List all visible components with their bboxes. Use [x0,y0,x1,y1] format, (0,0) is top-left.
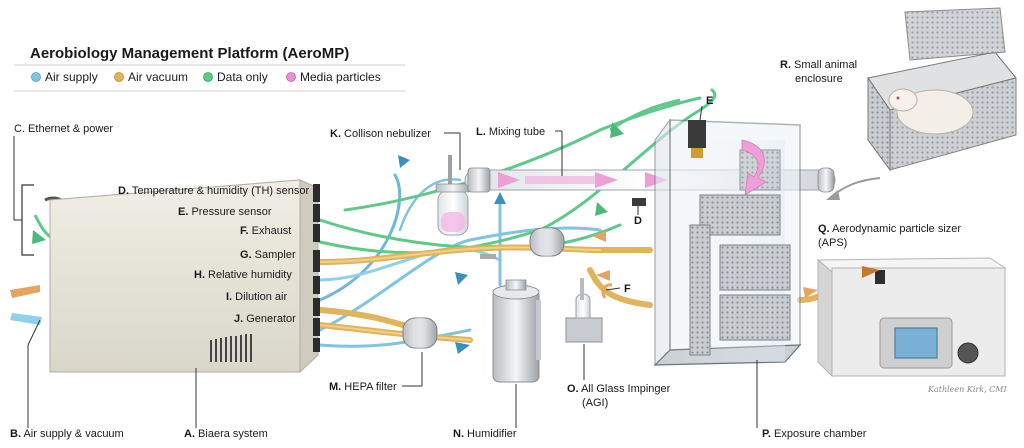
artist-signature: Kathleen Kirk, CMI [927,385,1007,394]
hepa-filter-lower [402,317,438,349]
sensor-cable-e [609,98,681,132]
aps-intake-arrow-icon [862,266,880,278]
label-exposure-chamber: P. Exposure chamber [762,428,867,440]
small-animal-enclosure [867,7,1017,172]
label-sampler: G. Sampler [240,249,296,261]
label-air-supply-vacuum: B. Air supply & vacuum [10,428,124,440]
air-in-arrow-icon [10,313,42,325]
legend-swatch-media-particles [286,72,296,82]
ethernet-bracket [21,184,34,256]
air-supply-arrows [398,155,506,354]
ethernet-arrow-icon [32,230,46,244]
label-exhaust: F. Exhaust [240,225,291,237]
label-th-sensor: D. Temperature & humidity (TH) sensor [118,185,309,197]
tag-d: D [634,215,642,227]
label-enclosure-line2: enclosure [795,73,843,85]
vacuum-arrow-icon [592,231,606,242]
tag-f: F [624,283,631,295]
vacuum-arrow-icon [803,287,818,298]
humidifier [492,279,541,383]
leader-lines [13,105,758,428]
label-dilution-air: I. Dilution air [226,291,287,303]
port-panel [313,184,320,352]
vacuum-out-arrow-icon [10,285,40,298]
exhaust-arrow-icon [601,283,613,299]
label-relative-humidity: H. Relative humidity [194,269,292,281]
data-arrow-icon [610,122,624,138]
label-hepa-filter: M. HEPA filter [329,381,397,393]
exposure-chamber [632,118,802,367]
label-humidifier: N. Humidifier [453,428,517,440]
legend-swatch-air-supply [31,72,41,82]
legend-air-supply: Air supply [45,70,98,84]
label-collison-nebulizer: K. Collison nebulizer [330,128,431,140]
legend: Air supply Air vacuum Data only Media pa… [31,70,381,84]
vacuum-arrow-icon [596,270,610,281]
biaera-system [48,179,320,374]
aps-knob [957,342,979,364]
all-glass-impinger [565,278,603,343]
aps-screen [894,327,938,359]
vent-grille [210,334,252,362]
legend-data-only: Data only [217,70,268,84]
label-agi: O. All Glass Impinger [567,383,671,395]
label-biaera-system: A. Biaera system [184,428,268,440]
legend-air-vacuum: Air vacuum [128,70,188,84]
legend-swatch-data-only [203,72,213,82]
aerosol-flow-arrow-icon [741,139,767,196]
legend-media-particles: Media particles [300,70,381,84]
legend-swatch-air-vacuum [114,72,124,82]
label-agi-abbrev: (AGI) [582,397,608,409]
flow-arrow-icon [595,172,618,188]
label-mixing-tube: L. Mixing tube [476,126,545,138]
label-aps: Q. Aerodynamic particle sizer [818,223,961,235]
label-ethernet-power: C. Ethernet & power [14,123,113,135]
th-sensor-d [632,198,646,206]
data-arrow-d-icon [595,202,608,216]
label-pressure-sensor: E. Pressure sensor [178,206,272,218]
hepa-filter-upper [529,227,565,257]
valve-fitting [480,254,496,259]
label-aps-abbrev: (APS) [818,237,847,249]
label-enclosure: R. Small animal [780,59,857,71]
tag-e: E [706,95,713,107]
label-generator: J. Generator [234,313,296,325]
aerodynamic-particle-sizer [816,257,1007,378]
diagram-title: Aerobiology Management Platform (AeroMP) [30,45,349,62]
pressure-sensor-e [688,120,706,148]
flow-arrow-icon [498,172,520,188]
collison-nebulizer [435,155,471,236]
component-labels: C. Ethernet & power D. Temperature & hum… [10,59,961,440]
